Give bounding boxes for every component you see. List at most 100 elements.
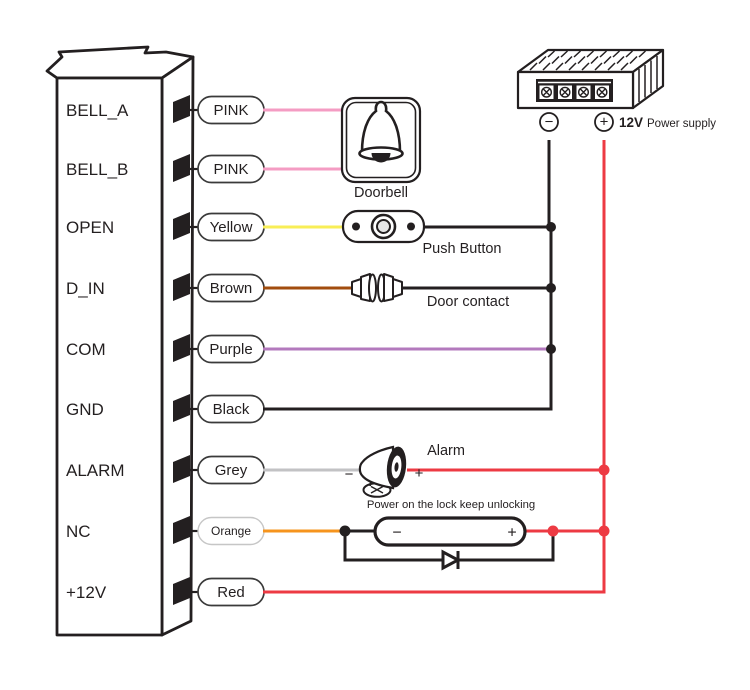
- screw-icon: [596, 86, 608, 98]
- terminal-pin: [173, 334, 190, 362]
- junction-dot: [547, 525, 559, 537]
- psu-terminal-screws: [539, 85, 609, 99]
- access-controller: [45, 45, 195, 637]
- junction-dot: [598, 464, 610, 476]
- psu-vent-hatch-front: [529, 62, 629, 71]
- psu-vent-hatch-back: [547, 50, 647, 58]
- screw-slots: [542, 88, 606, 97]
- terminal-name: D_IN: [66, 279, 105, 298]
- siren-mouth-core: [394, 462, 399, 472]
- terminal-rows: BELL_A PINK BELL_B PINK OPEN Yellow D_IN: [66, 95, 265, 607]
- wire-label: Red: [217, 584, 245, 601]
- terminal-pin: [173, 394, 190, 422]
- terminal-name: OPEN: [66, 218, 114, 237]
- door-contact-right-neck: [392, 278, 403, 298]
- screw-icon: [578, 86, 590, 98]
- positive-rail-vertical: [600, 140, 606, 594]
- siren-horn-body: [358, 445, 395, 490]
- terminal-name: NC: [66, 522, 91, 541]
- psu-label: Power supply: [647, 118, 716, 130]
- door-contact-label: Door contact: [427, 294, 509, 310]
- terminal-pin: [173, 577, 190, 605]
- wire-label: Brown: [210, 280, 253, 297]
- lock-body: [373, 516, 527, 547]
- controller-front-face: [55, 76, 164, 637]
- push-button: Push Button: [341, 209, 502, 257]
- positive-junctions: [547, 464, 610, 537]
- terminal-name: COM: [66, 340, 106, 359]
- psu-vent-hatch-mid: [538, 55, 638, 65]
- lock-plus-sign: +: [507, 525, 516, 542]
- terminal-name: BELL_A: [66, 101, 129, 120]
- terminal-row-bell-a: BELL_A PINK: [66, 95, 265, 125]
- psu-minus-terminal: [539, 112, 559, 132]
- terminal-row-d-in: D_IN Brown: [66, 273, 265, 303]
- terminal-row-nc: NC Orange: [66, 516, 265, 546]
- electric-lock: Power on the lock keep unlocking − +: [367, 499, 535, 547]
- terminal-name: ALARM: [66, 461, 125, 480]
- alarm-siren: − + Alarm: [345, 443, 465, 498]
- psu-plus-terminal: [594, 112, 614, 132]
- wire-label: Purple: [209, 341, 252, 358]
- terminal-pin: [173, 154, 190, 182]
- negative-rail-vertical: [547, 140, 553, 411]
- junction-dot: [598, 525, 610, 537]
- terminal-row-open: OPEN Yellow: [66, 212, 265, 242]
- terminal-pin: [173, 273, 190, 301]
- wire-label: PINK: [213, 102, 248, 119]
- junction-dot: [546, 344, 556, 354]
- wires: [263, 108, 604, 594]
- door-contact-right-cup: [383, 273, 394, 302]
- wire-label: Orange: [211, 524, 251, 538]
- psu-plus-sign: +: [600, 114, 609, 131]
- terminal-pin: [173, 212, 190, 240]
- push-button-screw: [407, 222, 415, 231]
- junction-dot: [546, 283, 556, 293]
- positive-rail: [407, 140, 606, 594]
- wire-label: Grey: [215, 462, 248, 479]
- terminal-name: GND: [66, 400, 104, 419]
- push-button-screw: [352, 222, 360, 231]
- wire-label: PINK: [213, 161, 248, 178]
- terminal-row-12v: +12V Red: [66, 577, 265, 607]
- terminal-pin: [173, 95, 190, 123]
- screw-icon: [541, 86, 553, 98]
- psu-minus-sign: −: [545, 114, 554, 131]
- terminal-row-com: COM Purple: [66, 334, 265, 364]
- psu-side-vents: [638, 56, 658, 102]
- psu-terminal-strip: [536, 79, 613, 102]
- junction-dot: [339, 525, 351, 537]
- terminal-name: BELL_B: [66, 160, 128, 179]
- diode-triangle: [441, 549, 462, 571]
- doorbell: Doorbell: [340, 96, 422, 201]
- push-button-cap: [376, 219, 391, 234]
- terminal-name: +12V: [66, 583, 107, 602]
- siren-base-detail: [370, 485, 384, 494]
- alarm-plus-sign: +: [415, 465, 424, 482]
- push-button-label: Push Button: [423, 241, 502, 257]
- alarm-label: Alarm: [427, 443, 465, 459]
- door-contact: [351, 273, 403, 303]
- alarm-minus-sign: −: [345, 466, 354, 483]
- lock-minus-sign: −: [392, 525, 401, 542]
- wire-label: Yellow: [210, 219, 253, 236]
- terminal-row-gnd: GND Black: [66, 394, 265, 424]
- lock-note: Power on the lock keep unlocking: [367, 499, 535, 511]
- bell-icon: [360, 100, 402, 154]
- door-contact-left-neck: [351, 278, 362, 298]
- junction-dot: [546, 222, 556, 232]
- terminal-pin: [173, 516, 190, 544]
- terminal-row-bell-b: BELL_B PINK: [66, 154, 265, 184]
- terminal-pin: [173, 455, 190, 483]
- door-contact-left-cup: [360, 273, 371, 302]
- door-contact-left-rim: [368, 273, 377, 303]
- doorbell-label: Doorbell: [354, 185, 408, 201]
- diode: [441, 549, 462, 571]
- negative-junctions: [339, 222, 556, 537]
- psu-voltage-label: 12V: [619, 115, 643, 130]
- power-supply: − + 12V Power supply: [516, 48, 716, 132]
- siren-horn-mouth: [386, 446, 407, 488]
- screw-icon: [559, 86, 571, 98]
- bell-clapper: [371, 153, 391, 163]
